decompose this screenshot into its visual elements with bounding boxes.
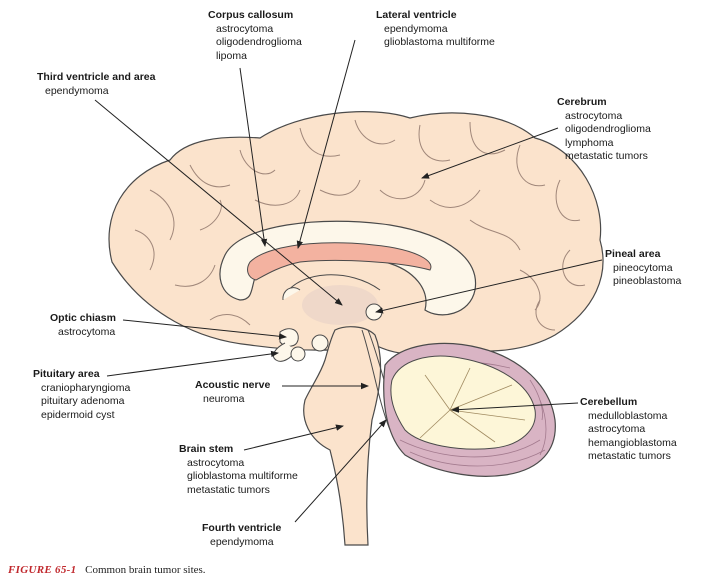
corpus-callosum-title: Corpus callosum [208,9,294,21]
brain-stem-title: Brain stem [179,443,234,455]
cerebrum-item: oligodendroglioma [565,123,651,135]
label-fourth-ventricle: Fourth ventricle ependymoma [202,522,281,549]
brain-stem-item: astrocytoma [187,456,245,469]
third-ventricle-item: ependymoma [45,84,109,97]
leader-cerebellum [451,402,579,413]
figure-caption: FIGURE 65-1 Common brain tumor sites. [8,564,206,576]
label-corpus-callosum: Corpus callosum astrocytoma oligodendrog… [208,9,302,63]
cerebellum-item: astrocytoma [588,423,646,435]
lateral-ventricle-item: ependymoma [384,22,448,35]
optic-chiasm-title: Optic chiasm [50,312,116,324]
cerebellum-item: metastatic tumors [588,450,671,462]
cerebrum-item: metastatic tumors [565,150,648,162]
cerebrum-title: Cerebrum [557,96,607,108]
label-pituitary-area: Pituitary area craniopharyngioma pituita… [33,368,130,422]
gyri-lines [134,119,586,331]
brain-stem-item: glioblastoma multiforme [187,470,298,482]
leader-optic-chiasm [122,319,287,340]
label-lateral-ventricle: Lateral ventricle ependymoma glioblastom… [376,9,495,50]
pineal-area-item: pineocytoma [613,261,673,274]
pituitary-area-item: pituitary adenoma [41,395,125,407]
corpus-callosum-item: oligodendroglioma [216,36,302,48]
cerebellum-item: hemangioblastoma [588,436,677,449]
optic-chiasm-item: astrocytoma [58,325,116,338]
thalamus-shape [302,285,378,325]
pineal-area-title: Pineal area [605,248,661,260]
lateral-ventricle-shape [247,242,432,281]
corpus-callosum-item: astrocytoma [216,22,274,35]
label-brain-stem: Brain stem astrocytoma glioblastoma mult… [179,443,298,497]
pituitary-area-item: epidermoid cyst [41,408,115,421]
pituitary-area-item: craniopharyngioma [41,381,131,394]
leader-fourth-ventricle [294,419,387,523]
leader-cerebrum [421,127,559,179]
cerebellum-core-shape [390,355,536,450]
cerebellum-item: medulloblastoma [588,409,668,422]
brain-stem-item: metastatic tumors [187,483,270,496]
acoustic-nerve-item: neuroma [203,392,245,405]
pineal-area-item: pineoblastoma [613,275,682,287]
lateral-ventricle-title: Lateral ventricle [376,9,457,21]
leader-brain-stem [243,424,344,451]
pineal-gland-shape [365,303,383,321]
label-third-ventricle: Third ventricle and area ependymoma [37,71,155,98]
corpus-callosum-shape [219,220,477,316]
brain-stem-shape [303,326,382,546]
label-pineal-area: Pineal area pineocytoma pineoblastoma [605,248,681,289]
label-acoustic-nerve: Acoustic nerve neuroma [195,379,270,406]
pituitary-area-title: Pituitary area [33,368,100,380]
cerebellum-title: Cerebellum [580,396,638,408]
figure-number: FIGURE 65-1 [8,564,77,576]
cerebrum-item: astrocytoma [565,109,623,122]
label-cerebellum: Cerebellum medulloblastoma astrocytoma h… [580,396,677,464]
leader-pituitary [106,350,279,377]
leader-third-ventricle [94,99,343,306]
acoustic-nerve-title: Acoustic nerve [195,379,271,391]
lateral-ventricle-item: glioblastoma multiforme [384,36,495,48]
fourth-ventricle-title: Fourth ventricle [202,522,282,534]
fourth-ventricle-item: ependymoma [210,535,274,548]
cerebrum-item: lymphoma [565,136,614,149]
leader-lateral-ventricle [296,39,356,249]
label-cerebrum: Cerebrum astrocytoma oligodendroglioma l… [557,96,651,164]
label-optic-chiasm: Optic chiasm astrocytoma [50,312,116,339]
leader-corpus-callosum [239,67,268,247]
leader-pineal [375,259,603,314]
third-ventricle-title: Third ventricle and area [37,71,156,83]
corpus-callosum-item: lipoma [216,49,247,62]
figure-caption-text: Common brain tumor sites. [85,564,206,576]
